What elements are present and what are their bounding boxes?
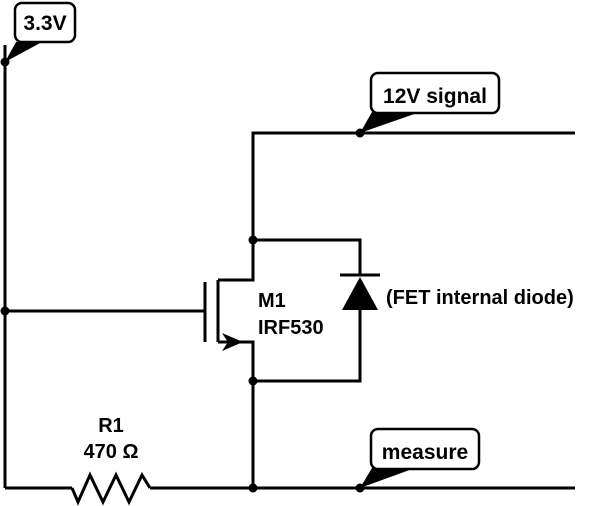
transistor-ref-label: M1 bbox=[258, 290, 286, 312]
net-label-pointer bbox=[360, 468, 415, 488]
net-label-box bbox=[369, 71, 501, 115]
net-label-pointer bbox=[5, 42, 42, 62]
wire-drain bbox=[218, 240, 255, 282]
net-label-3v3: 3.3V bbox=[5, 1, 77, 62]
net-label-measure: measure bbox=[360, 427, 481, 488]
diode-triangle bbox=[342, 277, 378, 310]
junction-dot bbox=[248, 483, 258, 493]
fet-source-arrow bbox=[222, 333, 243, 351]
net-label-pointer bbox=[360, 112, 420, 133]
net-label-box bbox=[369, 427, 481, 471]
resistor-ref-label: R1 bbox=[98, 415, 124, 437]
diode-note-label: (FET internal diode) bbox=[386, 287, 574, 309]
net-label-3v3-text: 3.3V bbox=[23, 12, 66, 35]
wire-diode-cathode bbox=[253, 238, 362, 275]
resistor-value-label: 470 Ω bbox=[84, 441, 139, 463]
wire-source bbox=[218, 340, 255, 488]
junction-dot bbox=[0, 306, 10, 316]
transistor-part-label: IRF530 bbox=[258, 317, 324, 339]
resistor-r1-symbol bbox=[70, 471, 152, 506]
wire-diode-anode bbox=[253, 308, 362, 383]
net-label-12v-text: 12V signal bbox=[383, 85, 487, 108]
junction-dot bbox=[248, 235, 258, 245]
junction-dot bbox=[248, 376, 258, 386]
net-label-12v-signal: 12V signal bbox=[360, 71, 501, 133]
net-label-measure-text: measure bbox=[382, 441, 468, 464]
wire-12v-signal bbox=[251, 131, 575, 240]
net-label-box bbox=[13, 1, 77, 44]
